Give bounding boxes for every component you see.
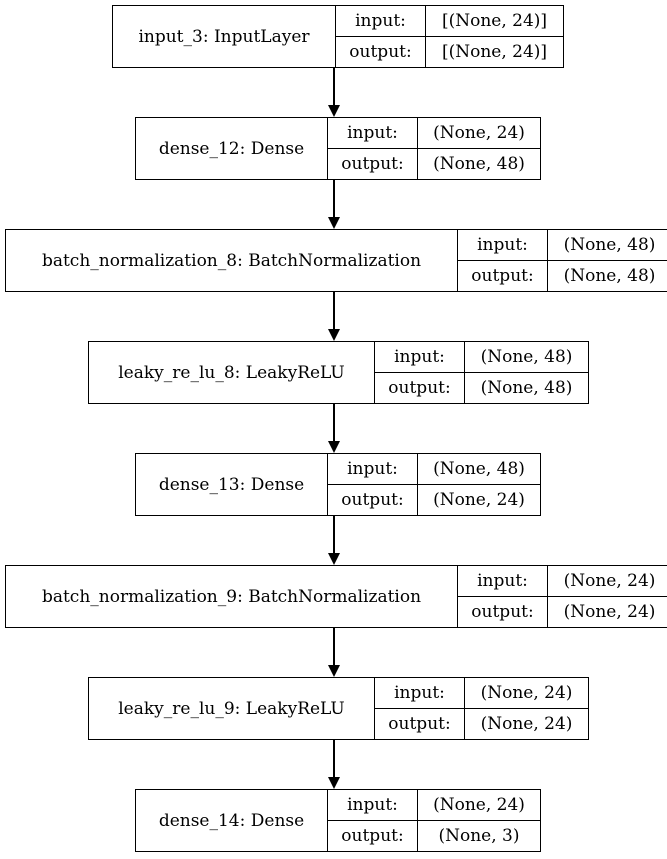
output-shape: (None, 24): [480, 713, 573, 734]
output-label: output:: [328, 148, 418, 179]
input-label: input:: [328, 454, 418, 485]
input-shape: (None, 24): [418, 118, 540, 149]
input-shape: (None, 24): [548, 566, 667, 597]
layer-name: dense_12: Dense: [136, 118, 328, 179]
layer-name: batch_normalization_8: BatchNormalizatio…: [6, 230, 458, 291]
layer-name: input_3: InputLayer: [113, 6, 336, 67]
layer-name: batch_normalization_9: BatchNormalizatio…: [6, 566, 458, 627]
layer-name: leaky_re_lu_8: LeakyReLU: [89, 342, 375, 403]
output-shape: [(None, 24)]: [441, 41, 548, 62]
input-shape: (None, 24): [418, 790, 540, 821]
connector-arrow: [328, 68, 340, 117]
input-shape: (None, 48): [418, 454, 540, 485]
layer-node: batch_normalization_8: BatchNormalizatio…: [5, 229, 667, 292]
input-label: input:: [328, 790, 418, 821]
connector-arrow: [328, 292, 340, 341]
layer-name: leaky_re_lu_9: LeakyReLU: [89, 678, 375, 739]
output-shape: (None, 48): [480, 377, 573, 398]
layer-name: dense_13: Dense: [136, 454, 328, 515]
output-label: output:: [458, 260, 548, 291]
input-label: input:: [458, 230, 548, 261]
output-label: output:: [375, 372, 465, 403]
output-label: output:: [458, 596, 548, 627]
layer-node: batch_normalization_9: BatchNormalizatio…: [5, 565, 667, 628]
output-shape: (None, 3): [438, 825, 520, 846]
output-label: output:: [375, 708, 465, 739]
connector-arrow: [328, 404, 340, 453]
input-label: input:: [375, 342, 465, 373]
connector-arrow: [328, 628, 340, 677]
output-label: output:: [328, 484, 418, 515]
input-shape: (None, 24): [465, 678, 588, 709]
input-shape: (None, 48): [465, 342, 588, 373]
output-label: output:: [336, 36, 426, 67]
input-shape: (None, 48): [548, 230, 667, 261]
input-label: input:: [328, 118, 418, 149]
output-shape: (None, 24): [433, 489, 525, 510]
input-label: input:: [375, 678, 465, 709]
connector-arrow: [328, 740, 340, 789]
output-shape: (None, 48): [563, 265, 656, 286]
output-shape: (None, 24): [563, 601, 656, 622]
input-label: input:: [458, 566, 548, 597]
input-shape: [(None, 24)]: [426, 6, 563, 37]
output-shape: (None, 48): [433, 153, 525, 174]
input-label: input:: [336, 6, 426, 37]
output-label: output:: [328, 820, 418, 851]
layer-name: dense_14: Dense: [136, 790, 328, 851]
connector-arrow: [328, 516, 340, 565]
connector-arrow: [328, 180, 340, 229]
